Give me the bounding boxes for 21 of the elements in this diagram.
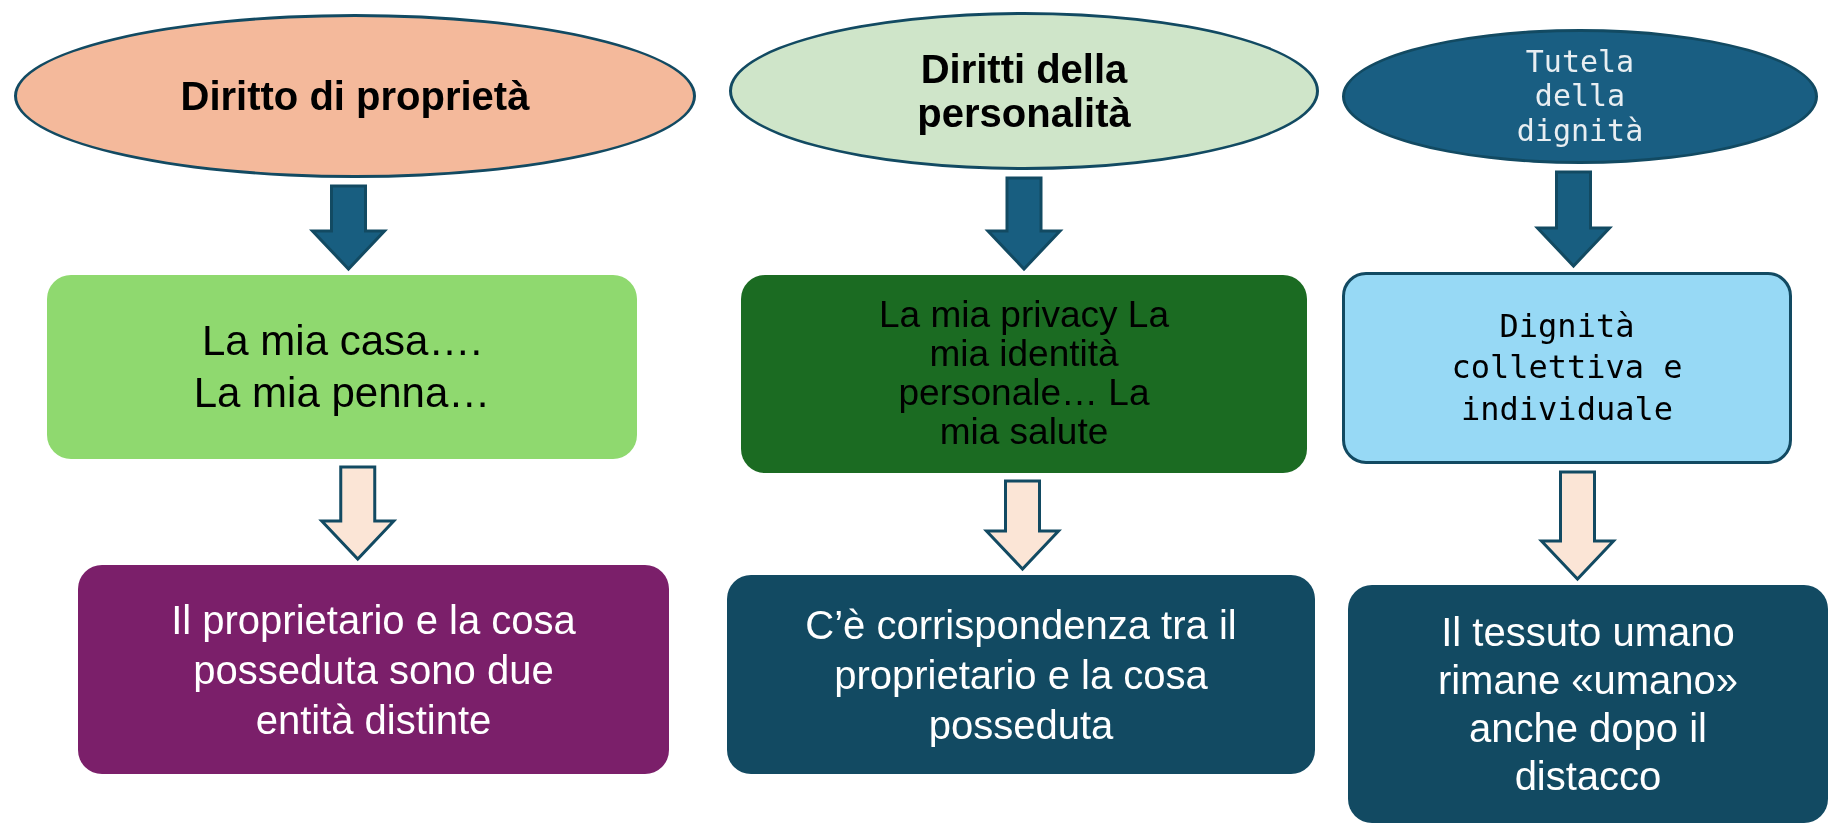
node-text: Diritto di proprietà xyxy=(180,73,530,119)
block-arrow xyxy=(309,184,388,272)
node-text: La mia privacy La mia identità personale… La mia salute xyxy=(878,296,1170,452)
description-box xyxy=(78,565,669,774)
node-text: C’è corrispondenza tra il proprietario e la cosa posseduta xyxy=(804,601,1238,749)
node-text: Dignità collettiva e individuale xyxy=(1450,305,1684,430)
example-box xyxy=(1342,272,1792,464)
block-arrow xyxy=(984,176,1064,272)
node-text: Diritti della personalità xyxy=(916,47,1132,135)
block-arrow xyxy=(318,465,398,562)
description-box xyxy=(727,575,1315,774)
node-text: La mia casa…. La mia penna… xyxy=(192,315,492,418)
description-box xyxy=(1348,585,1828,823)
example-box xyxy=(47,275,637,459)
node-text: Tutela della dignità xyxy=(1515,44,1645,149)
example-box xyxy=(741,275,1307,473)
node-text: Il tessuto umano rimane «umano» anche dopo il distacco xyxy=(1436,609,1740,800)
node-text: Il proprietario e la cosa posseduta sono due entità distinte xyxy=(170,596,577,744)
block-arrow xyxy=(983,479,1062,572)
block-arrow xyxy=(1538,470,1617,582)
block-arrow xyxy=(1534,170,1613,269)
